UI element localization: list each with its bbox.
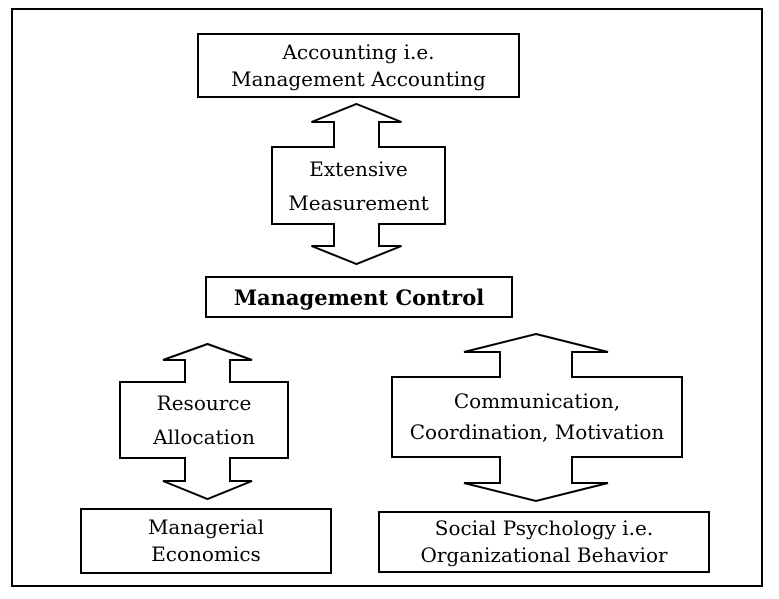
node-accounting-line1: Accounting i.e. <box>282 39 435 64</box>
node-social-psychology-line1: Social Psychology i.e. <box>434 516 654 540</box>
double-arrow-right-shape <box>391 332 683 503</box>
node-resource-allocation-line2: Allocation <box>153 425 255 449</box>
node-communication-coordination-motivation: Communication, Coordination, Motivation <box>392 377 682 457</box>
node-extensive-measurement-line2: Measurement <box>288 190 429 215</box>
double-arrow-top-shape <box>271 102 446 266</box>
node-managerial-economics-line1: Managerial <box>147 515 265 539</box>
node-extensive-measurement: Extensive Measurement <box>272 147 445 224</box>
node-resource-allocation: Resource Allocation <box>120 382 288 458</box>
double-arrow-left-icon <box>119 342 289 501</box>
node-social-psychology: Social Psychology i.e. Organizational Be… <box>378 511 710 573</box>
node-resource-allocation-line1: Resource <box>156 391 252 415</box>
diagram-outer-border <box>11 8 763 587</box>
double-arrow-right-icon <box>391 332 683 503</box>
node-managerial-economics: Managerial Economics <box>80 508 332 574</box>
node-communication-line2: Coordination, Motivation <box>409 420 665 444</box>
double-arrow-left-shape <box>119 342 289 501</box>
double-arrow-top-icon <box>271 102 446 266</box>
node-accounting: Accounting i.e. Management Accounting <box>197 33 520 98</box>
node-managerial-economics-line2: Economics <box>151 542 261 566</box>
node-communication-line1: Communication, <box>453 389 621 413</box>
node-management-control-label: Management Control <box>233 284 485 310</box>
node-management-control: Management Control <box>205 276 513 318</box>
node-social-psychology-line2: Organizational Behavior <box>420 543 668 567</box>
node-extensive-measurement-line1: Extensive <box>309 156 408 181</box>
node-accounting-line2: Management Accounting <box>231 66 486 91</box>
